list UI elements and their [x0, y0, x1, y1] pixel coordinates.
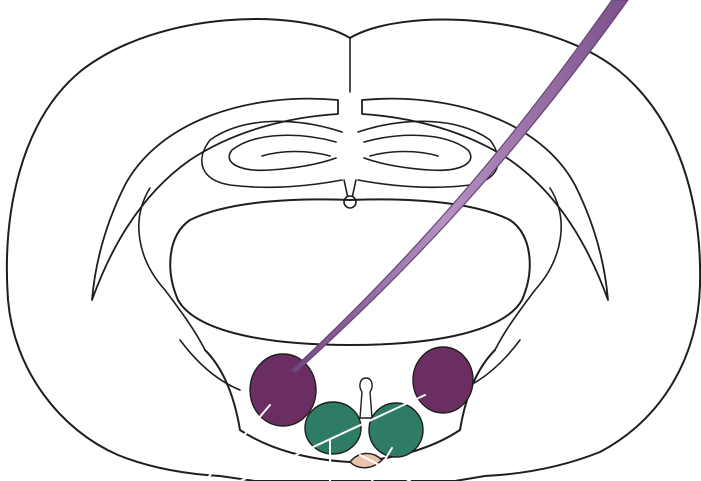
midline-dot: [344, 196, 356, 208]
left-purple-nucleus: [250, 354, 316, 426]
right-internal-capsule: [495, 188, 561, 350]
left-lower-curve: [180, 340, 240, 390]
third-ventricle-keyhole: [360, 378, 372, 418]
thalamus-outline: [170, 199, 529, 345]
base-notch: [350, 453, 382, 467]
left-internal-capsule: [139, 188, 205, 350]
right-purple-nucleus: [413, 347, 473, 413]
left-hippocampus-fold: [262, 152, 330, 157]
right-green-nucleus: [369, 403, 423, 457]
right-hippocampus-fold: [370, 152, 438, 157]
